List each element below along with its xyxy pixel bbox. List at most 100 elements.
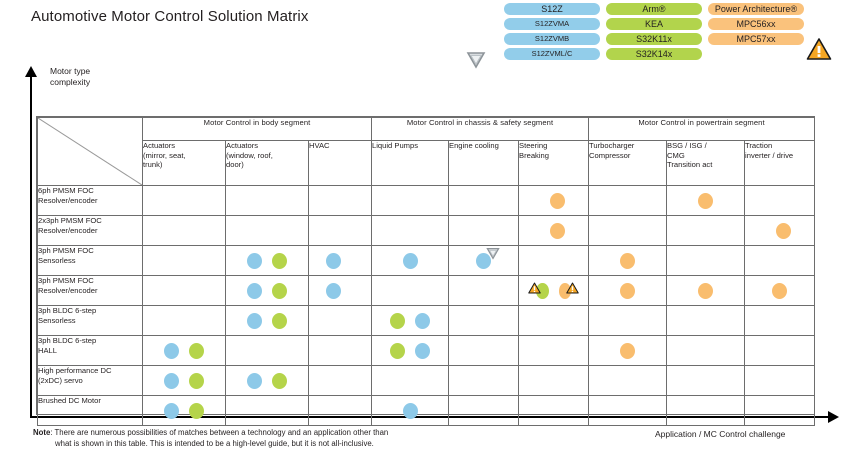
matrix-cell[interactable]: [588, 305, 668, 336]
matrix-cell[interactable]: [666, 305, 746, 336]
marker-dot-green[interactable]: [272, 252, 287, 269]
matrix-cell[interactable]: [307, 395, 373, 426]
marker-dot-orange[interactable]: [558, 282, 579, 299]
matrix-cell[interactable]: [371, 185, 450, 216]
marker-dot-green[interactable]: [390, 312, 406, 329]
marker-dot-blue[interactable]: [415, 342, 431, 359]
matrix-cell[interactable]: [225, 245, 309, 276]
marker-dot-orange[interactable]: [550, 222, 566, 239]
matrix-cell[interactable]: [744, 365, 816, 396]
matrix-cell[interactable]: [225, 365, 309, 396]
matrix-cell[interactable]: [518, 335, 590, 366]
matrix-cell[interactable]: [448, 245, 520, 276]
legend-chip[interactable]: KEA: [606, 18, 702, 30]
matrix-cell[interactable]: [744, 395, 816, 426]
marker-dot-blue[interactable]: [402, 402, 418, 419]
matrix-cell[interactable]: [744, 275, 816, 306]
matrix-cell[interactable]: [666, 365, 746, 396]
matrix-cell[interactable]: [448, 305, 520, 336]
matrix-cell[interactable]: [448, 335, 520, 366]
marker-dot-orange[interactable]: [620, 342, 636, 359]
marker-dot-orange[interactable]: [776, 222, 792, 239]
matrix-cell[interactable]: [588, 395, 668, 426]
marker-dot-blue[interactable]: [326, 282, 341, 299]
legend-chip[interactable]: Arm®: [606, 3, 702, 15]
legend-chip[interactable]: Power Architecture®: [708, 3, 804, 15]
matrix-cell[interactable]: [307, 305, 373, 336]
marker-dot-green[interactable]: [189, 372, 204, 389]
marker-dot-blue[interactable]: [415, 312, 431, 329]
matrix-cell[interactable]: [142, 335, 226, 366]
legend-chip[interactable]: MPC56xx: [708, 18, 804, 30]
marker-dot-blue[interactable]: [247, 372, 262, 389]
marker-dot-blue[interactable]: [164, 342, 179, 359]
marker-dot-green[interactable]: [189, 342, 204, 359]
matrix-cell[interactable]: [518, 245, 590, 276]
legend-chip[interactable]: S12Z: [504, 3, 600, 15]
matrix-cell[interactable]: [588, 275, 668, 306]
matrix-cell[interactable]: [448, 365, 520, 396]
matrix-cell[interactable]: [142, 185, 226, 216]
matrix-cell[interactable]: [142, 365, 226, 396]
matrix-cell[interactable]: [225, 335, 309, 366]
matrix-cell[interactable]: [744, 215, 816, 246]
marker-dot-green[interactable]: [272, 372, 287, 389]
legend-chip[interactable]: S32K14x: [606, 48, 702, 60]
matrix-cell[interactable]: [744, 245, 816, 276]
marker-dot-blue[interactable]: [164, 402, 179, 419]
marker-dot-blue[interactable]: [326, 252, 341, 269]
marker-dot-green[interactable]: [390, 342, 406, 359]
matrix-cell[interactable]: [371, 275, 450, 306]
matrix-cell[interactable]: [518, 365, 590, 396]
marker-dot-orange[interactable]: [620, 252, 636, 269]
matrix-cell[interactable]: [448, 185, 520, 216]
matrix-cell[interactable]: [307, 215, 373, 246]
marker-dot-orange[interactable]: [698, 192, 714, 209]
matrix-cell[interactable]: [744, 185, 816, 216]
marker-dot-blue[interactable]: [247, 282, 262, 299]
matrix-cell[interactable]: [588, 335, 668, 366]
matrix-cell[interactable]: [448, 215, 520, 246]
marker-dot-blue[interactable]: [247, 252, 262, 269]
matrix-cell[interactable]: [371, 335, 450, 366]
marker-dot-blue[interactable]: [402, 252, 418, 269]
matrix-cell[interactable]: [448, 275, 520, 306]
matrix-cell[interactable]: [307, 185, 373, 216]
marker-dot-orange[interactable]: [772, 282, 788, 299]
legend-chip[interactable]: S12ZVMB: [504, 33, 600, 45]
matrix-cell[interactable]: [142, 275, 226, 306]
matrix-cell[interactable]: [588, 245, 668, 276]
marker-dot-orange[interactable]: [550, 192, 566, 209]
marker-dot-orange[interactable]: [620, 282, 636, 299]
legend-chip[interactable]: MPC57xx: [708, 33, 804, 45]
matrix-cell[interactable]: [142, 215, 226, 246]
marker-dot-blue[interactable]: [247, 312, 262, 329]
matrix-cell[interactable]: [588, 365, 668, 396]
matrix-cell[interactable]: [518, 275, 590, 306]
legend-chip[interactable]: S12ZVML/C: [504, 48, 600, 60]
matrix-cell[interactable]: [518, 185, 590, 216]
matrix-cell[interactable]: [371, 395, 450, 426]
matrix-cell[interactable]: [744, 305, 816, 336]
matrix-cell[interactable]: [666, 395, 746, 426]
matrix-cell[interactable]: [142, 305, 226, 336]
legend-chip[interactable]: S12ZVMA: [504, 18, 600, 30]
matrix-cell[interactable]: [371, 215, 450, 246]
marker-dot-blue[interactable]: [164, 372, 179, 389]
matrix-cell[interactable]: [307, 365, 373, 396]
matrix-cell[interactable]: [518, 395, 590, 426]
matrix-cell[interactable]: [307, 275, 373, 306]
matrix-cell[interactable]: [225, 215, 309, 246]
marker-dot-green[interactable]: [272, 312, 287, 329]
matrix-cell[interactable]: [448, 395, 520, 426]
matrix-cell[interactable]: [666, 215, 746, 246]
matrix-cell[interactable]: [666, 335, 746, 366]
marker-dot-green[interactable]: [272, 282, 287, 299]
matrix-cell[interactable]: [518, 305, 590, 336]
matrix-cell[interactable]: [588, 185, 668, 216]
matrix-cell[interactable]: [307, 335, 373, 366]
matrix-cell[interactable]: [666, 275, 746, 306]
matrix-cell[interactable]: [142, 395, 226, 426]
marker-dot-orange[interactable]: [698, 282, 714, 299]
matrix-cell[interactable]: [225, 275, 309, 306]
